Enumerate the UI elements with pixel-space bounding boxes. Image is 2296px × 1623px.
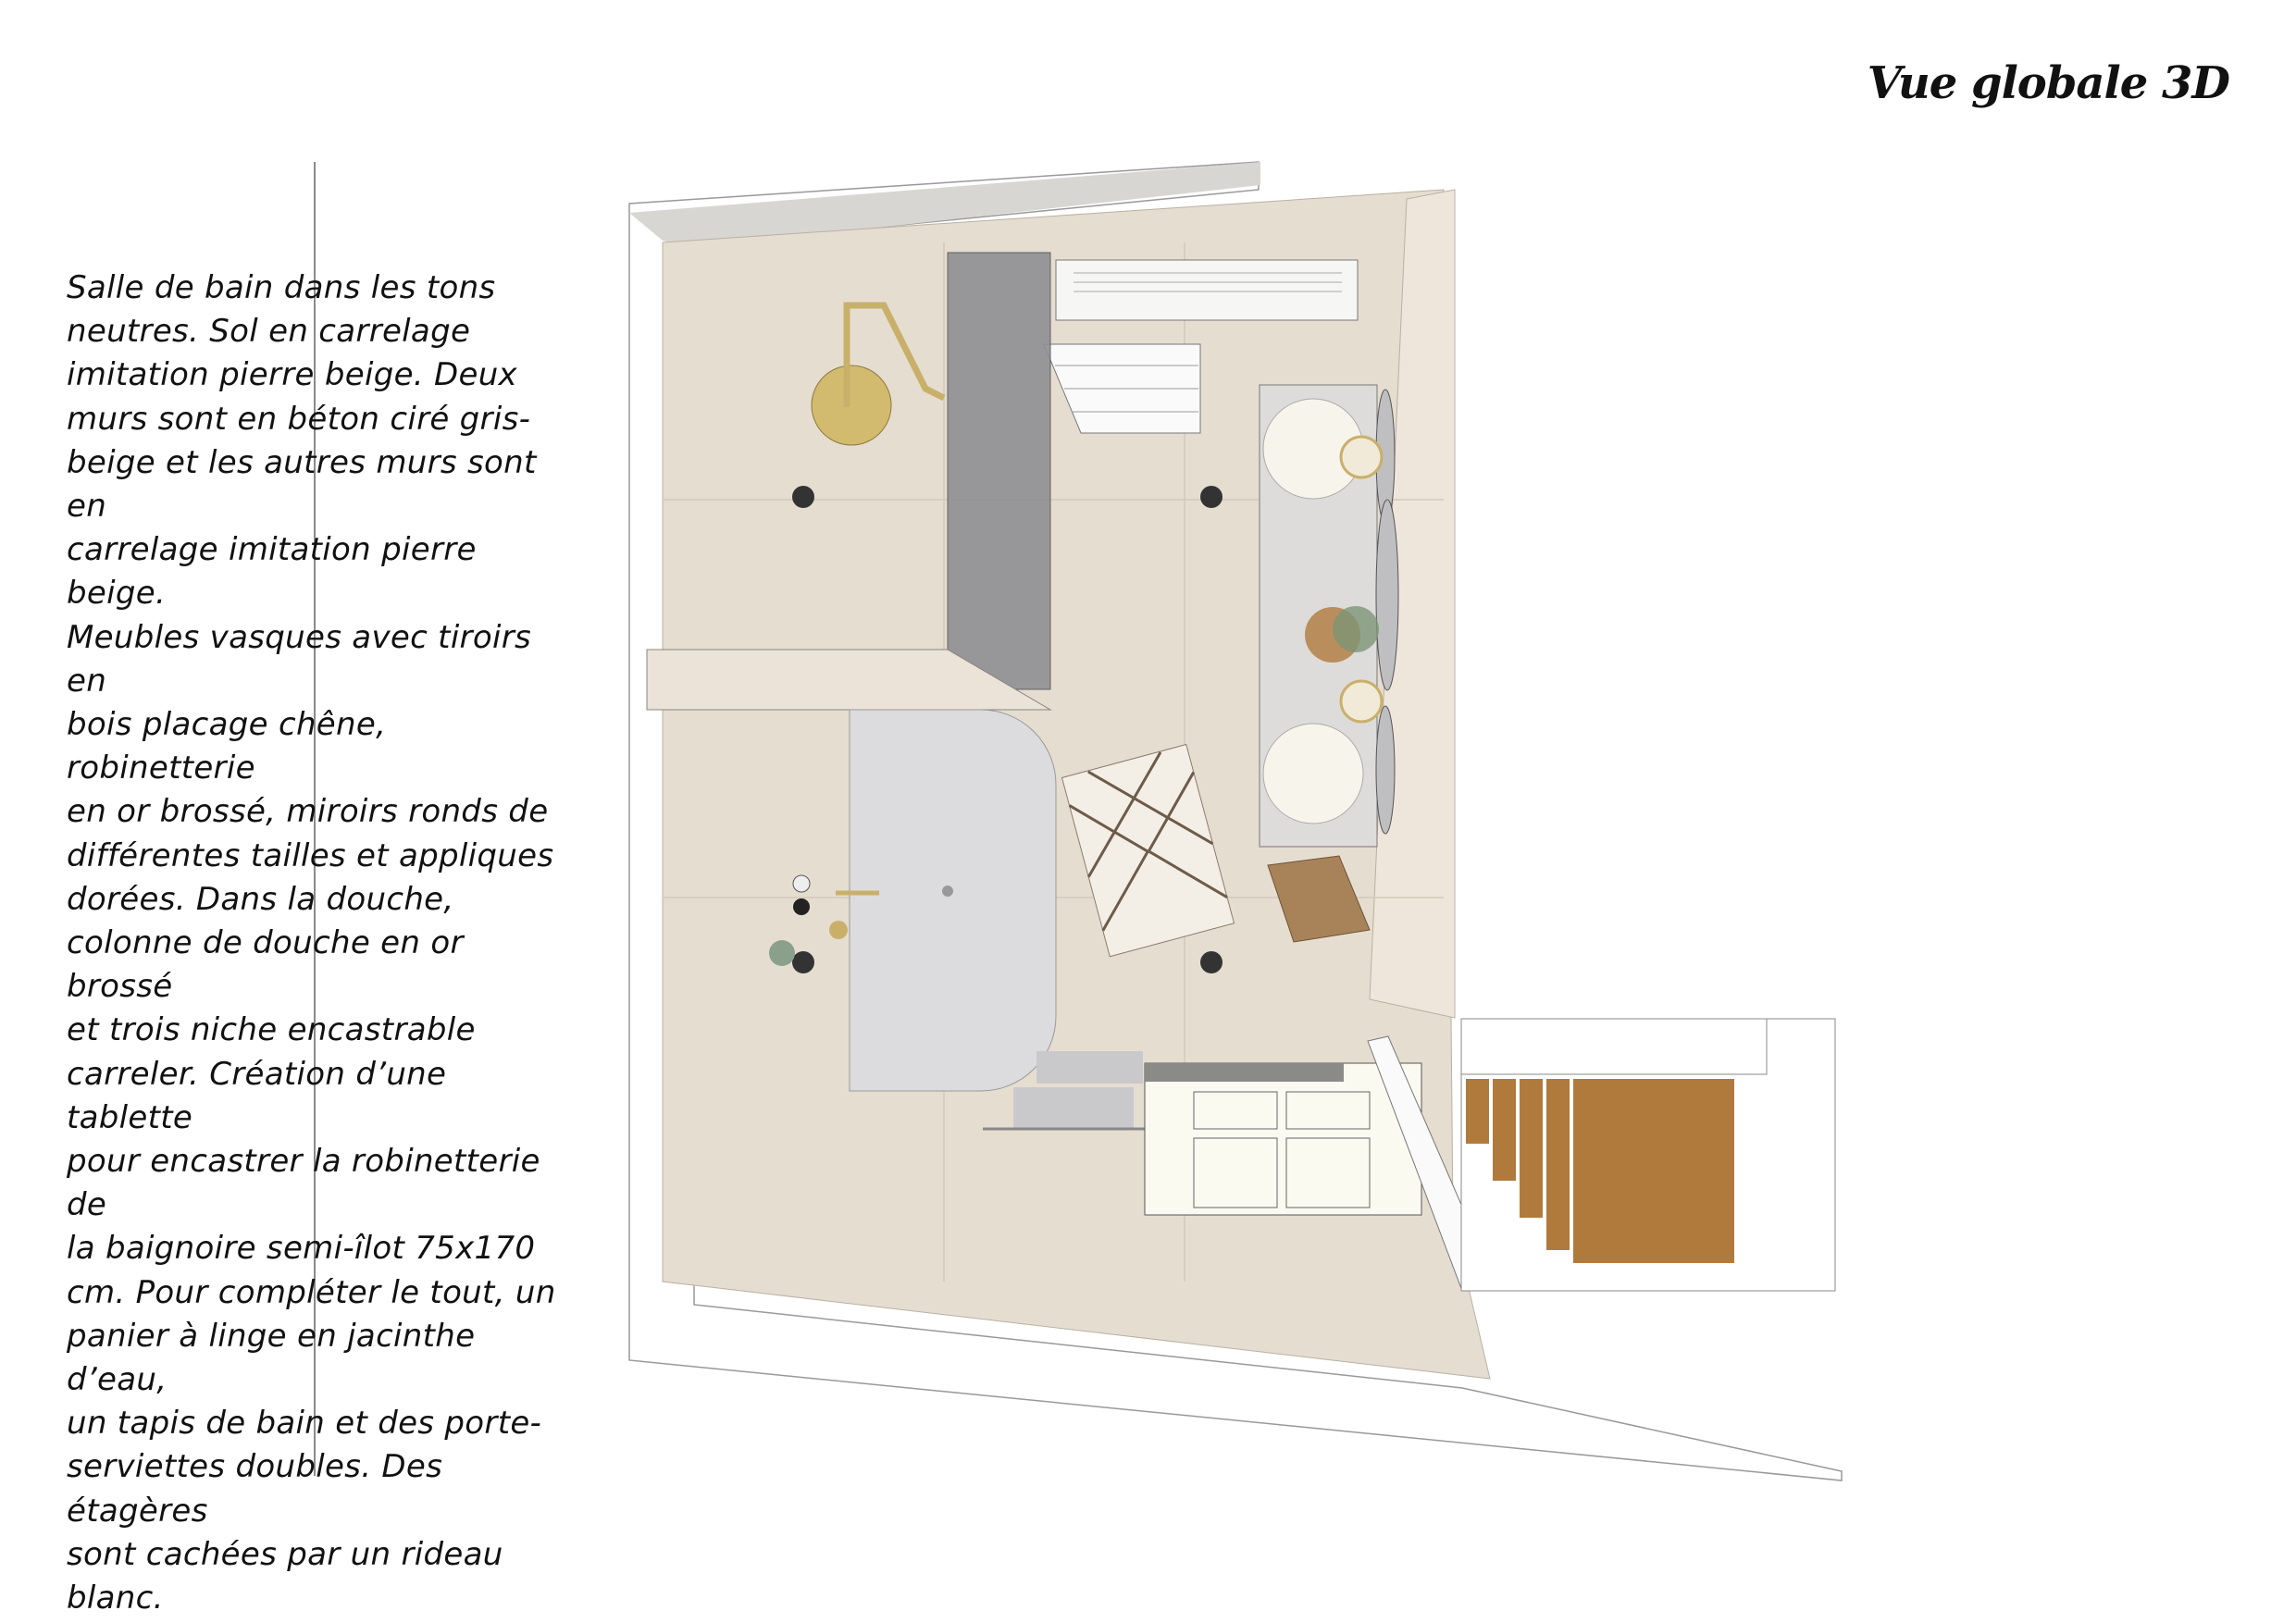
shower-glass: [947, 252, 1051, 690]
walls: [628, 161, 1843, 1481]
bathroom-3d-render: [628, 161, 1843, 1481]
shower-column-icon: [811, 302, 946, 446]
plant: [1333, 606, 1379, 652]
towel-radiator-top: [1043, 343, 1201, 434]
niche-items: [769, 874, 811, 966]
towel-rack: [983, 1051, 1149, 1131]
window: [1055, 259, 1359, 321]
description-text: Salle de bain dans les tons neutres. Sol…: [67, 269, 556, 1617]
window-blinds: [1074, 272, 1342, 292]
divider-line: [314, 162, 316, 1476]
tub-faucet-icon: [829, 890, 879, 939]
staircase: [1460, 1018, 1836, 1292]
bath-ledge: [646, 649, 1052, 711]
tub-drain-icon: [942, 886, 953, 897]
round-mirrors: [1375, 389, 1399, 835]
wall-sconces: [1339, 435, 1384, 724]
floor-grille: [1144, 1062, 1422, 1216]
bath-rug: [1061, 743, 1235, 958]
page-title: Vue globale 3D: [1867, 57, 2230, 109]
laundry-basket: [1267, 855, 1371, 943]
bathtub: [849, 709, 1057, 1092]
basins: [1262, 398, 1364, 824]
floor-drain-icons: [792, 486, 1222, 973]
